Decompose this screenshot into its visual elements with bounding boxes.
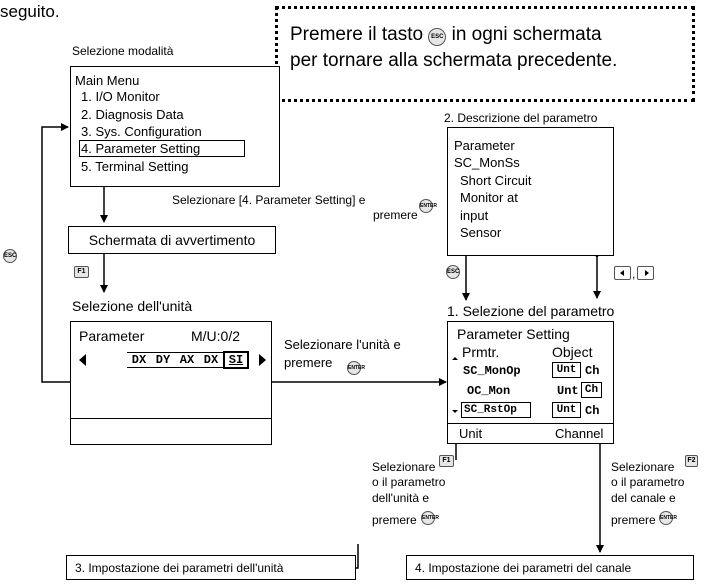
unit-screen-title: Parameter xyxy=(79,328,145,344)
callout-line1-before: Premere il tasto xyxy=(290,24,424,45)
comma: , xyxy=(632,267,636,281)
instruction-channel-param: premere xyxy=(611,513,656,527)
esc-key-icon: ESC xyxy=(446,265,460,279)
warning-screen-box: Schermata di avvertimento xyxy=(68,226,276,254)
instruction-unit-param: Selezionare xyxy=(372,460,436,474)
param-row-name[interactable]: OC_Mon xyxy=(467,384,511,398)
top-text: seguito. xyxy=(0,2,60,21)
menu-item-parameter-setting[interactable]: 4. Parameter Setting xyxy=(79,140,245,157)
footer-unit[interactable]: Unit xyxy=(459,426,483,441)
param-screen-title: Parameter Setting xyxy=(457,326,570,342)
divider xyxy=(448,423,613,424)
param-row-name[interactable]: SC_MonOp xyxy=(463,364,521,378)
mode-selection-label: Selezione modalità xyxy=(72,44,174,58)
right-arrow-icon[interactable] xyxy=(259,354,266,366)
param-row-unit[interactable]: Unt xyxy=(557,384,579,398)
f2-key-icon: F2 xyxy=(685,455,698,467)
menu-item-terminal-setting: 5. Terminal Setting xyxy=(81,159,189,174)
menu-item-diagnosis-data[interactable]: 2. Diagnosis Data xyxy=(81,107,184,122)
scroll-up-icon xyxy=(452,357,458,360)
param-description-screen: Parameter SC_MonSs Short Circuit Monitor… xyxy=(447,127,614,256)
instruction-channel-param: o il parametro xyxy=(611,475,685,489)
channel-param-setting-label: 4. Impostazione dei parametri del canale xyxy=(415,561,632,575)
param-row-ch[interactable]: Ch xyxy=(585,404,600,418)
unit-param-setting-box: 3. Impostazione dei parametri dell'unità xyxy=(66,555,356,580)
left-key-icon xyxy=(614,266,631,280)
description-line: input xyxy=(460,208,489,223)
param-row-ch-selected[interactable]: Ch xyxy=(581,382,602,398)
instruction-press: premere xyxy=(373,208,418,222)
description-line: Sensor xyxy=(460,225,502,240)
col-prmtr: Prmtr. xyxy=(462,344,500,360)
instruction-channel-param: del canale e xyxy=(611,491,676,505)
instruction-unit-param: premere xyxy=(372,513,417,527)
scroll-down-icon xyxy=(452,410,458,413)
unit-selection-screen: Parameter M/U:0/2 DX DY AX DX SI xyxy=(70,321,272,445)
param-row-unit-selected[interactable]: Unt xyxy=(552,402,581,418)
menu-item-label: 4. Parameter Setting xyxy=(81,141,201,156)
menu-item-sys-configuration[interactable]: 3. Sys. Configuration xyxy=(81,124,202,139)
unit-item[interactable]: DY xyxy=(151,352,175,368)
enter-key-icon: ENTER xyxy=(659,511,677,525)
unit-item[interactable]: DX xyxy=(127,352,151,368)
col-object: Object xyxy=(552,344,593,360)
enter-key-icon: ENTER xyxy=(347,361,365,375)
unit-screen-mu: M/U:0/2 xyxy=(191,328,241,344)
unit-item-selected[interactable]: SI xyxy=(223,351,249,369)
instruction-channel-param: Selezionare xyxy=(611,460,675,474)
description-line: Short Circuit xyxy=(460,173,532,188)
footer-channel[interactable]: Channel xyxy=(555,426,604,441)
unit-selection-label: Selezione dell'unità xyxy=(72,298,193,314)
warning-screen-label: Schermata di avvertimento xyxy=(88,232,256,248)
description-line: Parameter xyxy=(454,138,515,153)
param-row-unit-selected[interactable]: Unt xyxy=(552,362,581,378)
unit-item[interactable]: AX xyxy=(175,352,199,368)
instruction-press: premere xyxy=(284,355,333,370)
callout-line2: per tornare alla schermata precedente. xyxy=(290,50,618,71)
param-selection-label: 1. Selezione del parametro xyxy=(447,303,615,319)
left-arrow-icon[interactable] xyxy=(79,354,86,366)
esc-key-icon: ESC xyxy=(3,249,17,263)
description-line: SC_MonSs xyxy=(454,155,520,170)
instruction-unit-param: o il parametro xyxy=(372,475,446,489)
instruction-unit-param: dell'unità e xyxy=(372,491,429,505)
unit-param-setting-label: 3. Impostazione dei parametri dell'unità xyxy=(75,561,284,575)
param-row-name-selected[interactable]: SC_RstOp xyxy=(461,402,531,418)
f1-key-icon: F1 xyxy=(439,455,454,467)
instruction-select-parameter-setting: Selezionare [4. Parameter Setting] e xyxy=(172,193,366,207)
right-key-icon xyxy=(637,266,654,280)
f1-key-icon: F1 xyxy=(74,266,89,278)
description-line: Monitor at xyxy=(460,190,518,205)
esc-callout: Premere il tasto ESC in ogni schermata p… xyxy=(275,6,695,102)
instruction-select-unit: Selezionare l'unità e xyxy=(284,337,401,352)
param-selection-screen: Parameter Setting Prmtr. Object SC_MonOp… xyxy=(447,321,614,444)
main-menu-title: Main Menu xyxy=(75,73,140,88)
enter-key-icon: ENTER xyxy=(419,199,437,213)
channel-param-setting-box: 4. Impostazione dei parametri del canale xyxy=(406,555,694,580)
esc-key-icon: ESC xyxy=(428,28,447,46)
divider xyxy=(71,418,271,419)
enter-key-icon: ENTER xyxy=(421,511,439,525)
param-row-ch[interactable]: Ch xyxy=(585,364,600,378)
menu-item-io-monitor[interactable]: 1. I/O Monitor xyxy=(81,89,160,104)
unit-item[interactable]: DX xyxy=(199,352,223,368)
main-menu-screen: Main Menu 1. I/O Monitor 2. Diagnosis Da… xyxy=(70,66,280,187)
param-description-label: 2. Descrizione del parametro xyxy=(444,111,598,125)
callout-line1-after: in ogni schermata xyxy=(451,24,602,45)
